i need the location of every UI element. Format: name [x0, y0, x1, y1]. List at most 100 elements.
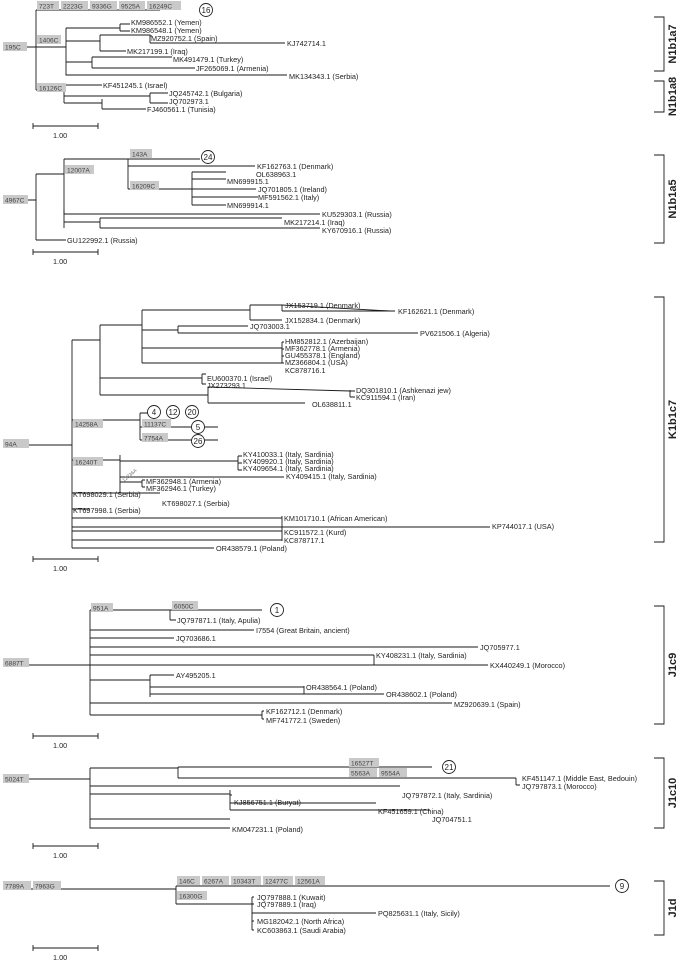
leaf-label: JX273293.1: [207, 381, 246, 390]
mutation-label: 6050C: [172, 601, 198, 610]
leaf-label: MG182042.1 (North Africa): [257, 917, 344, 926]
mutation-label-text: 16209C: [132, 183, 155, 190]
mutation-label-bg: [3, 774, 29, 783]
leaf-label: KY670916.1 (Russia): [322, 226, 391, 235]
tree-branch: [90, 702, 452, 720]
tree-branch: [65, 62, 287, 76]
leaf-label: KT697998.1 (Serbia): [73, 506, 141, 515]
leaf-label: KY409920.1 (Italy, Sardinia): [243, 457, 334, 466]
circle-count-badge: 4: [147, 405, 161, 419]
mutation-label-bg: [90, 1, 117, 10]
leaf-label: MN699915.1: [227, 177, 269, 186]
tree-branch: [150, 35, 285, 44]
leaf-label: KJ742714.1: [287, 39, 326, 48]
leaf-label: KF162712.1 (Denmark): [266, 707, 342, 716]
badge-ring: [147, 405, 161, 419]
mutation-label-text: 195C: [5, 44, 21, 51]
scale-bar: [32, 843, 99, 849]
mutation-label: 1406C: [37, 35, 61, 44]
leaf-label: JQ703003.1: [250, 322, 290, 331]
circle-count-badge: 1: [270, 603, 284, 617]
tree-branch: [72, 310, 143, 395]
mutation-label: 143A: [130, 149, 152, 158]
badge-ring: [166, 405, 180, 419]
mutation-label-text: 2223G: [63, 3, 83, 10]
mutation-label: 7789A: [3, 881, 31, 890]
leaf-label: KY408231.1 (Italy, Sardinia): [376, 651, 467, 660]
mutation-label: 9336G: [90, 1, 117, 10]
mutation-label-bg: [142, 419, 171, 428]
tree-branch: [192, 178, 258, 206]
leaf-label: KC911594.1 (Iran): [356, 393, 416, 402]
tree-branch: [66, 34, 151, 51]
mutation-label-bg: [91, 603, 113, 612]
mutation-label-bg: [37, 35, 61, 44]
leaf-label: GU122992.1 (Russia): [67, 236, 138, 245]
mutation-label: 12007A: [65, 165, 94, 174]
tree-branch: [252, 896, 376, 931]
clade-label: N1b1a8: [667, 77, 679, 116]
clade-bracket: [654, 154, 665, 244]
mutation-label-bg: [61, 1, 88, 10]
leaf-label: DQ301810.1 (Ashkenazi jew): [356, 386, 451, 395]
mutation-label-text: 7789A: [5, 883, 25, 890]
leaf-label: KF451147.1 (Middle East, Bedouin): [522, 774, 637, 783]
leaf-label: KM986552.1 (Yemen): [131, 18, 202, 27]
circle-count-badge: 24: [201, 150, 215, 164]
mutation-label-text: 7754A: [144, 435, 164, 442]
leaf-label: KC878716.1: [285, 366, 326, 375]
mutation-label: 12561A: [295, 876, 325, 885]
tree-branch: [120, 455, 284, 478]
mutation-label-bg: [147, 1, 181, 10]
tree-branch: [176, 897, 253, 930]
mutation-label: 11137C: [142, 419, 171, 428]
leaf-label: MZ920639.1 (Spain): [454, 700, 521, 709]
leaf-label: JQ797873.1 (Morocco): [522, 782, 597, 791]
mutation-label-text: 4967C: [5, 197, 25, 204]
tree-branch: [64, 92, 168, 104]
tree-branch: [100, 386, 351, 404]
badge-ring: [191, 434, 205, 448]
leaf-label: MK217199.1 (Iraq): [127, 47, 188, 56]
badge-ring: [185, 405, 199, 419]
leaf-label: OL638963.1: [256, 170, 296, 179]
badge-number: 5: [196, 423, 201, 432]
mutation-label-rotated: 12236A: [121, 467, 139, 483]
tree-branch: [90, 785, 400, 810]
mutation-label-text: 11137C: [144, 421, 166, 428]
tree-branch: [64, 158, 200, 189]
tree-branch: [100, 373, 206, 385]
clade-bracket: [654, 16, 665, 72]
leaf-label: KY409415.1 (Italy, Sardinia): [286, 472, 377, 481]
clade-label: N1b1a7: [667, 24, 679, 63]
tree-branch: [90, 766, 516, 779]
leaf-label: JQ703686.1: [176, 634, 216, 643]
mutation-label-text: 12477C: [265, 878, 288, 885]
leaf-label: MF362948.1 (Armenia): [146, 477, 221, 486]
leaf-label: JQ245742.1 (Bulgaria): [169, 89, 242, 98]
mutation-label: 951A: [91, 603, 113, 612]
circle-count-badge: 21: [442, 760, 456, 774]
tree-branch: [142, 341, 284, 363]
mutation-label-bg: [142, 433, 168, 442]
mutation-label-bg: [172, 601, 198, 610]
badge-number: 26: [194, 437, 203, 446]
circle-count-badge: 5: [191, 420, 205, 434]
leaf-label: KC911572.1 (Kurd): [284, 528, 346, 537]
leaf-label: KX440249.1 (Morocco): [490, 661, 565, 670]
leaf-label: MF741772.1 (Sweden): [266, 716, 340, 725]
leaf-label: JQ797888.1 (Kuwait): [257, 893, 326, 902]
tree-branch: [4, 886, 177, 904]
leaf-label: MK491479.1 (Turkey): [173, 55, 243, 64]
mutation-label-bg: [3, 195, 28, 204]
mutation-label-bg: [73, 457, 103, 466]
badge-number: 24: [204, 153, 213, 162]
mutation-label-text: 16240T: [75, 459, 97, 466]
mutation-label-bg: [130, 149, 152, 158]
leaf-label: OL638811.1: [312, 400, 352, 409]
tree-branch: [142, 325, 418, 334]
mutation-label-text: 16126C: [39, 85, 62, 92]
badge-ring: [199, 3, 213, 17]
mutation-label-text: 9336G: [92, 3, 112, 10]
tree-branch: [120, 479, 145, 488]
